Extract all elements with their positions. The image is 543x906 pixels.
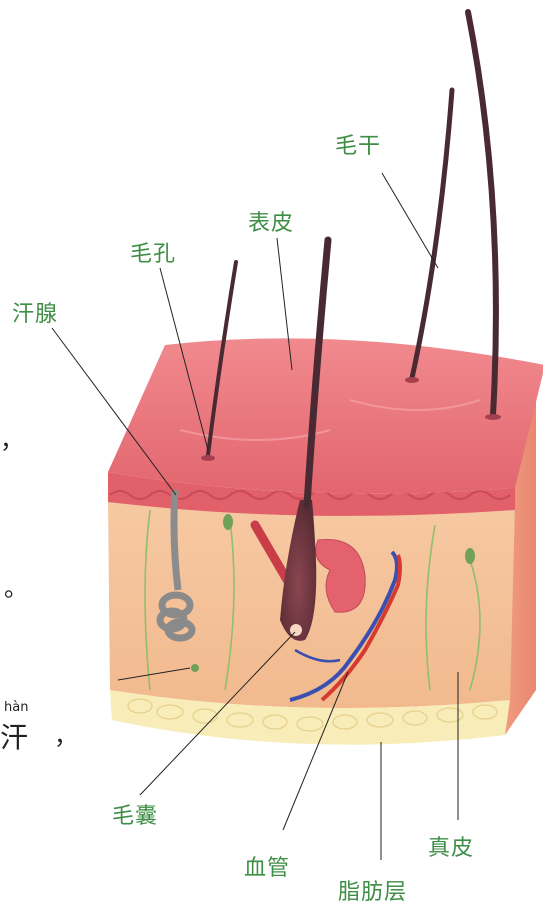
label-blood-vessel: 血管 bbox=[244, 850, 290, 882]
margin-comma-2: ， bbox=[54, 716, 78, 751]
label-dermis: 真皮 bbox=[428, 830, 474, 862]
label-sweat-gland: 汗腺 bbox=[12, 296, 58, 328]
margin-pinyin: hàn bbox=[4, 700, 28, 715]
label-epidermis: 表皮 bbox=[248, 205, 294, 237]
skin-surface bbox=[108, 338, 543, 493]
label-hair-shaft: 毛干 bbox=[335, 128, 381, 160]
label-hair-follicle: 毛囊 bbox=[112, 798, 158, 830]
sweat-gland-duct bbox=[174, 490, 178, 590]
margin-comma-1: ， bbox=[0, 420, 24, 455]
margin-han-char: 汗 bbox=[0, 716, 28, 756]
label-pore: 毛孔 bbox=[130, 236, 176, 268]
label-fat-layer: 脂肪层 bbox=[338, 874, 407, 906]
margin-period: 。 bbox=[4, 568, 28, 603]
